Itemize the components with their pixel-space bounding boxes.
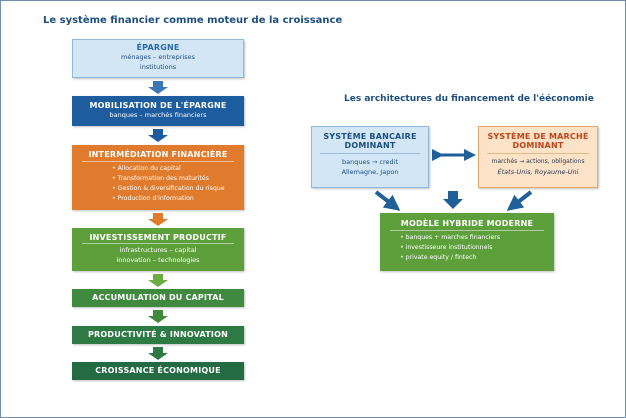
arrow-down-icon bbox=[148, 213, 168, 226]
productivite-heading: PRODUCTIVITÉ & INNOVATION bbox=[87, 330, 228, 339]
epargne-line: institutions bbox=[139, 63, 177, 71]
accumulation-box: ACCUMULATION DU CAPITAL bbox=[72, 289, 244, 307]
hybride-heading: MODÈLE HYBRIDE MODERNE bbox=[400, 219, 534, 228]
epargne-line: ménages – entreprises bbox=[121, 53, 195, 61]
productivite-box: PRODUCTIVITÉ & INNOVATION bbox=[72, 326, 244, 344]
left-title: Le système financier comme moteur de la … bbox=[43, 15, 343, 26]
bancaire-line: banques → credit bbox=[341, 158, 399, 166]
right-title: Les architectures du financement de l'éé… bbox=[344, 94, 594, 104]
arrow-down-icon bbox=[148, 129, 168, 142]
epargne-box: ÉPARGNE ménages – entreprises institutio… bbox=[72, 39, 244, 78]
list-item: Allocation du capital bbox=[112, 164, 244, 174]
accumulation-heading: ACCUMULATION DU CAPITAL bbox=[92, 293, 224, 302]
list-item: Production d'information bbox=[112, 194, 244, 204]
arrow-down-icon bbox=[148, 347, 168, 360]
arrow-diagonal-icon bbox=[374, 190, 401, 211]
arrow-diagonal-icon bbox=[506, 190, 533, 211]
bancaire-heading: SYSTÈME BANCAIRE bbox=[323, 132, 417, 141]
investissement-line: infrastructures – capital bbox=[119, 246, 197, 254]
intermediation-box: INTERMÉDIATION FINANCIÈRE Allocation du … bbox=[72, 145, 244, 210]
bancaire-box: SYSTÈME BANCAIRE DOMINANT banques → cred… bbox=[311, 126, 429, 188]
list-item: investisseure institutionnels bbox=[400, 243, 554, 253]
arrow-down-icon bbox=[443, 191, 463, 209]
list-item: private equity / fintech bbox=[400, 253, 554, 263]
list-item: banques + marches financiers bbox=[400, 233, 554, 243]
marche-line: marchés → actions, obligations bbox=[491, 158, 585, 165]
croissance-box: CROISSANCE ÉCONOMIQUE bbox=[72, 362, 244, 380]
mobilisation-line: banques – marchés financiers bbox=[109, 111, 207, 119]
intermediation-list: Allocation du capital Transformation des… bbox=[72, 164, 244, 204]
intermediation-heading: INTERMÉDIATION FINANCIÈRE bbox=[88, 150, 228, 159]
bancaire-heading: DOMINANT bbox=[344, 141, 396, 150]
investissement-heading: INVESTISSEMENT PRODUCTIF bbox=[89, 233, 227, 242]
marche-heading: SYSTÈME DE MARCHÉ bbox=[487, 132, 589, 141]
mobilisation-heading: MOBILISATION DE L'ÉPARGNE bbox=[89, 101, 227, 110]
list-item: Gestion & diversification du risque bbox=[112, 184, 244, 194]
arrow-down-icon bbox=[148, 274, 168, 287]
marche-heading: DOMINANT bbox=[512, 141, 564, 150]
marche-line: États-Unis, Royaume-Uni bbox=[497, 168, 579, 176]
epargne-heading: ÉPARGNE bbox=[136, 43, 180, 52]
mobilisation-box: MOBILISATION DE L'ÉPARGNE banques – marc… bbox=[72, 96, 244, 126]
hybride-list: banques + marches financiers investisseu… bbox=[380, 233, 554, 263]
investissement-line: innovation – technologies bbox=[116, 256, 200, 264]
bancaire-line: Allemagne, Japon bbox=[341, 168, 399, 176]
hybride-box: MODÈLE HYBRIDE MODERNE banques + marches… bbox=[380, 213, 554, 271]
investissement-box: INVESTISSEMENT PRODUCTIF infrastructures… bbox=[72, 228, 244, 271]
arrow-down-icon bbox=[148, 81, 168, 94]
arrow-down-icon bbox=[148, 310, 168, 323]
list-item: Transformation des maturités bbox=[112, 174, 244, 184]
marche-box: SYSTÈME DE MARCHÉ DOMINANT marchés → act… bbox=[478, 126, 598, 188]
croissance-heading: CROISSANCE ÉCONOMIQUE bbox=[95, 366, 221, 375]
